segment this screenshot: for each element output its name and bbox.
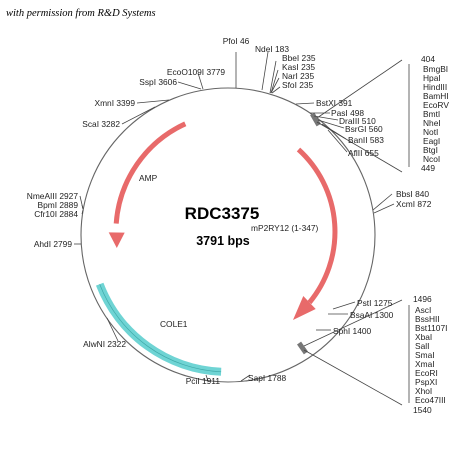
- mcs2-start: 1496: [413, 294, 432, 304]
- site-label: DraIII 510: [339, 116, 376, 126]
- site-label: PstI 1275: [357, 298, 393, 308]
- insert-arrow-body: [296, 147, 338, 305]
- site-label: Cfr10I 2884: [34, 209, 78, 219]
- site-label: NarI 235: [282, 71, 314, 81]
- site-label: PasI 498: [331, 108, 364, 118]
- credit-text: with permission from R&D Systems: [6, 8, 156, 19]
- cole1-arc-edge: [99, 284, 222, 373]
- site-label: BbeI 235: [282, 53, 316, 63]
- mcs1-enzyme: NcoI: [423, 154, 440, 164]
- site-label: AlwNI 2322: [83, 339, 126, 349]
- site-label: NdeI 183: [255, 44, 289, 54]
- amp-arrow-head: [108, 232, 125, 248]
- mcs1-start: 404: [421, 54, 435, 64]
- mcs2-enzyme: SmaI: [415, 350, 435, 360]
- site-label: BsrGI 560: [345, 124, 383, 134]
- cole1-label: COLE1: [160, 319, 188, 329]
- mcs1-enzyme: BamHI: [423, 91, 449, 101]
- plasmid-backbone: [80, 87, 376, 383]
- plasmid-size: 3791 bps: [196, 234, 250, 248]
- site-label: SspI 3606: [139, 77, 177, 87]
- site-label: SphI 1400: [333, 326, 372, 336]
- mcs2-marker: [297, 341, 308, 355]
- mcs1-end: 449: [421, 163, 435, 173]
- mcs1-enzyme: BtgI: [423, 145, 438, 155]
- mcs2-enzyme: SalI: [415, 341, 429, 351]
- mcs2-enzyme: EcoRI: [415, 368, 438, 378]
- mcs1-enzyme: EagI: [423, 136, 440, 146]
- site-label: KasI 235: [282, 62, 315, 72]
- amp-arrow-body: [113, 121, 187, 224]
- mcs1-enzyme: BmgBI: [423, 64, 448, 74]
- mcs1-enzyme: HindIII: [423, 82, 447, 92]
- mcs2-enzyme: BssHII: [415, 314, 440, 324]
- site-label: BanII 583: [348, 135, 384, 145]
- mcs1-enzyme: BmtI: [423, 109, 440, 119]
- site-label: AflII 655: [348, 148, 379, 158]
- site-label: AhdI 2799: [34, 239, 73, 249]
- mcs1-enzyme: EcoRV: [423, 100, 449, 110]
- site-label: SapI 1788: [248, 373, 287, 383]
- mcs2-enzyme: PspXI: [415, 377, 437, 387]
- plasmid-name: RDC3375: [185, 204, 260, 223]
- leader-lines: [74, 51, 410, 406]
- site-label: BpmI 2889: [37, 200, 78, 210]
- site-label: BstXI 391: [316, 98, 353, 108]
- site-label: NmeAIII 2927: [27, 191, 79, 201]
- site-label: XcmI 872: [396, 199, 432, 209]
- site-label: ScaI 3282: [82, 119, 120, 129]
- mcs1-enzyme: NheI: [423, 118, 441, 128]
- mcs2-enzyme: AscI: [415, 305, 431, 315]
- insert-arrow-head: [293, 296, 316, 320]
- mcs2-list: 1496 AscI BssHII Bst1107I XbaI SalI SmaI…: [413, 294, 447, 415]
- site-label: EcoO109I 3779: [167, 67, 226, 77]
- site-label: PciI 1911: [186, 376, 221, 386]
- mcs2-enzyme: XhoI: [415, 386, 432, 396]
- site-label: BsaAI 1300: [350, 310, 394, 320]
- site-label: BbsI 840: [396, 189, 429, 199]
- site-label: XmnI 3399: [94, 98, 135, 108]
- insert-label: mP2RY12 (1-347): [251, 223, 319, 233]
- mcs1-enzyme: NotI: [423, 127, 438, 137]
- mcs1-enzyme: HpaI: [423, 73, 441, 83]
- amp-label: AMP: [139, 173, 158, 183]
- site-label: SfoI 235: [282, 80, 314, 90]
- mcs2-end: 1540: [413, 405, 432, 415]
- site-label: PfoI 46: [223, 36, 250, 46]
- mcs2-enzyme: Eco47III: [415, 395, 446, 405]
- mcs2-enzyme: XbaI: [415, 332, 432, 342]
- mcs2-enzyme: XmaI: [415, 359, 435, 369]
- mcs2-enzyme: Bst1107I: [415, 323, 447, 333]
- mcs1-list: 404 BmgBI HpaI HindIII BamHI EcoRV BmtI …: [421, 54, 449, 173]
- restriction-site-labels: PfoI 46 NdeI 183 BbeI 235 KasI 235 NarI …: [27, 36, 432, 386]
